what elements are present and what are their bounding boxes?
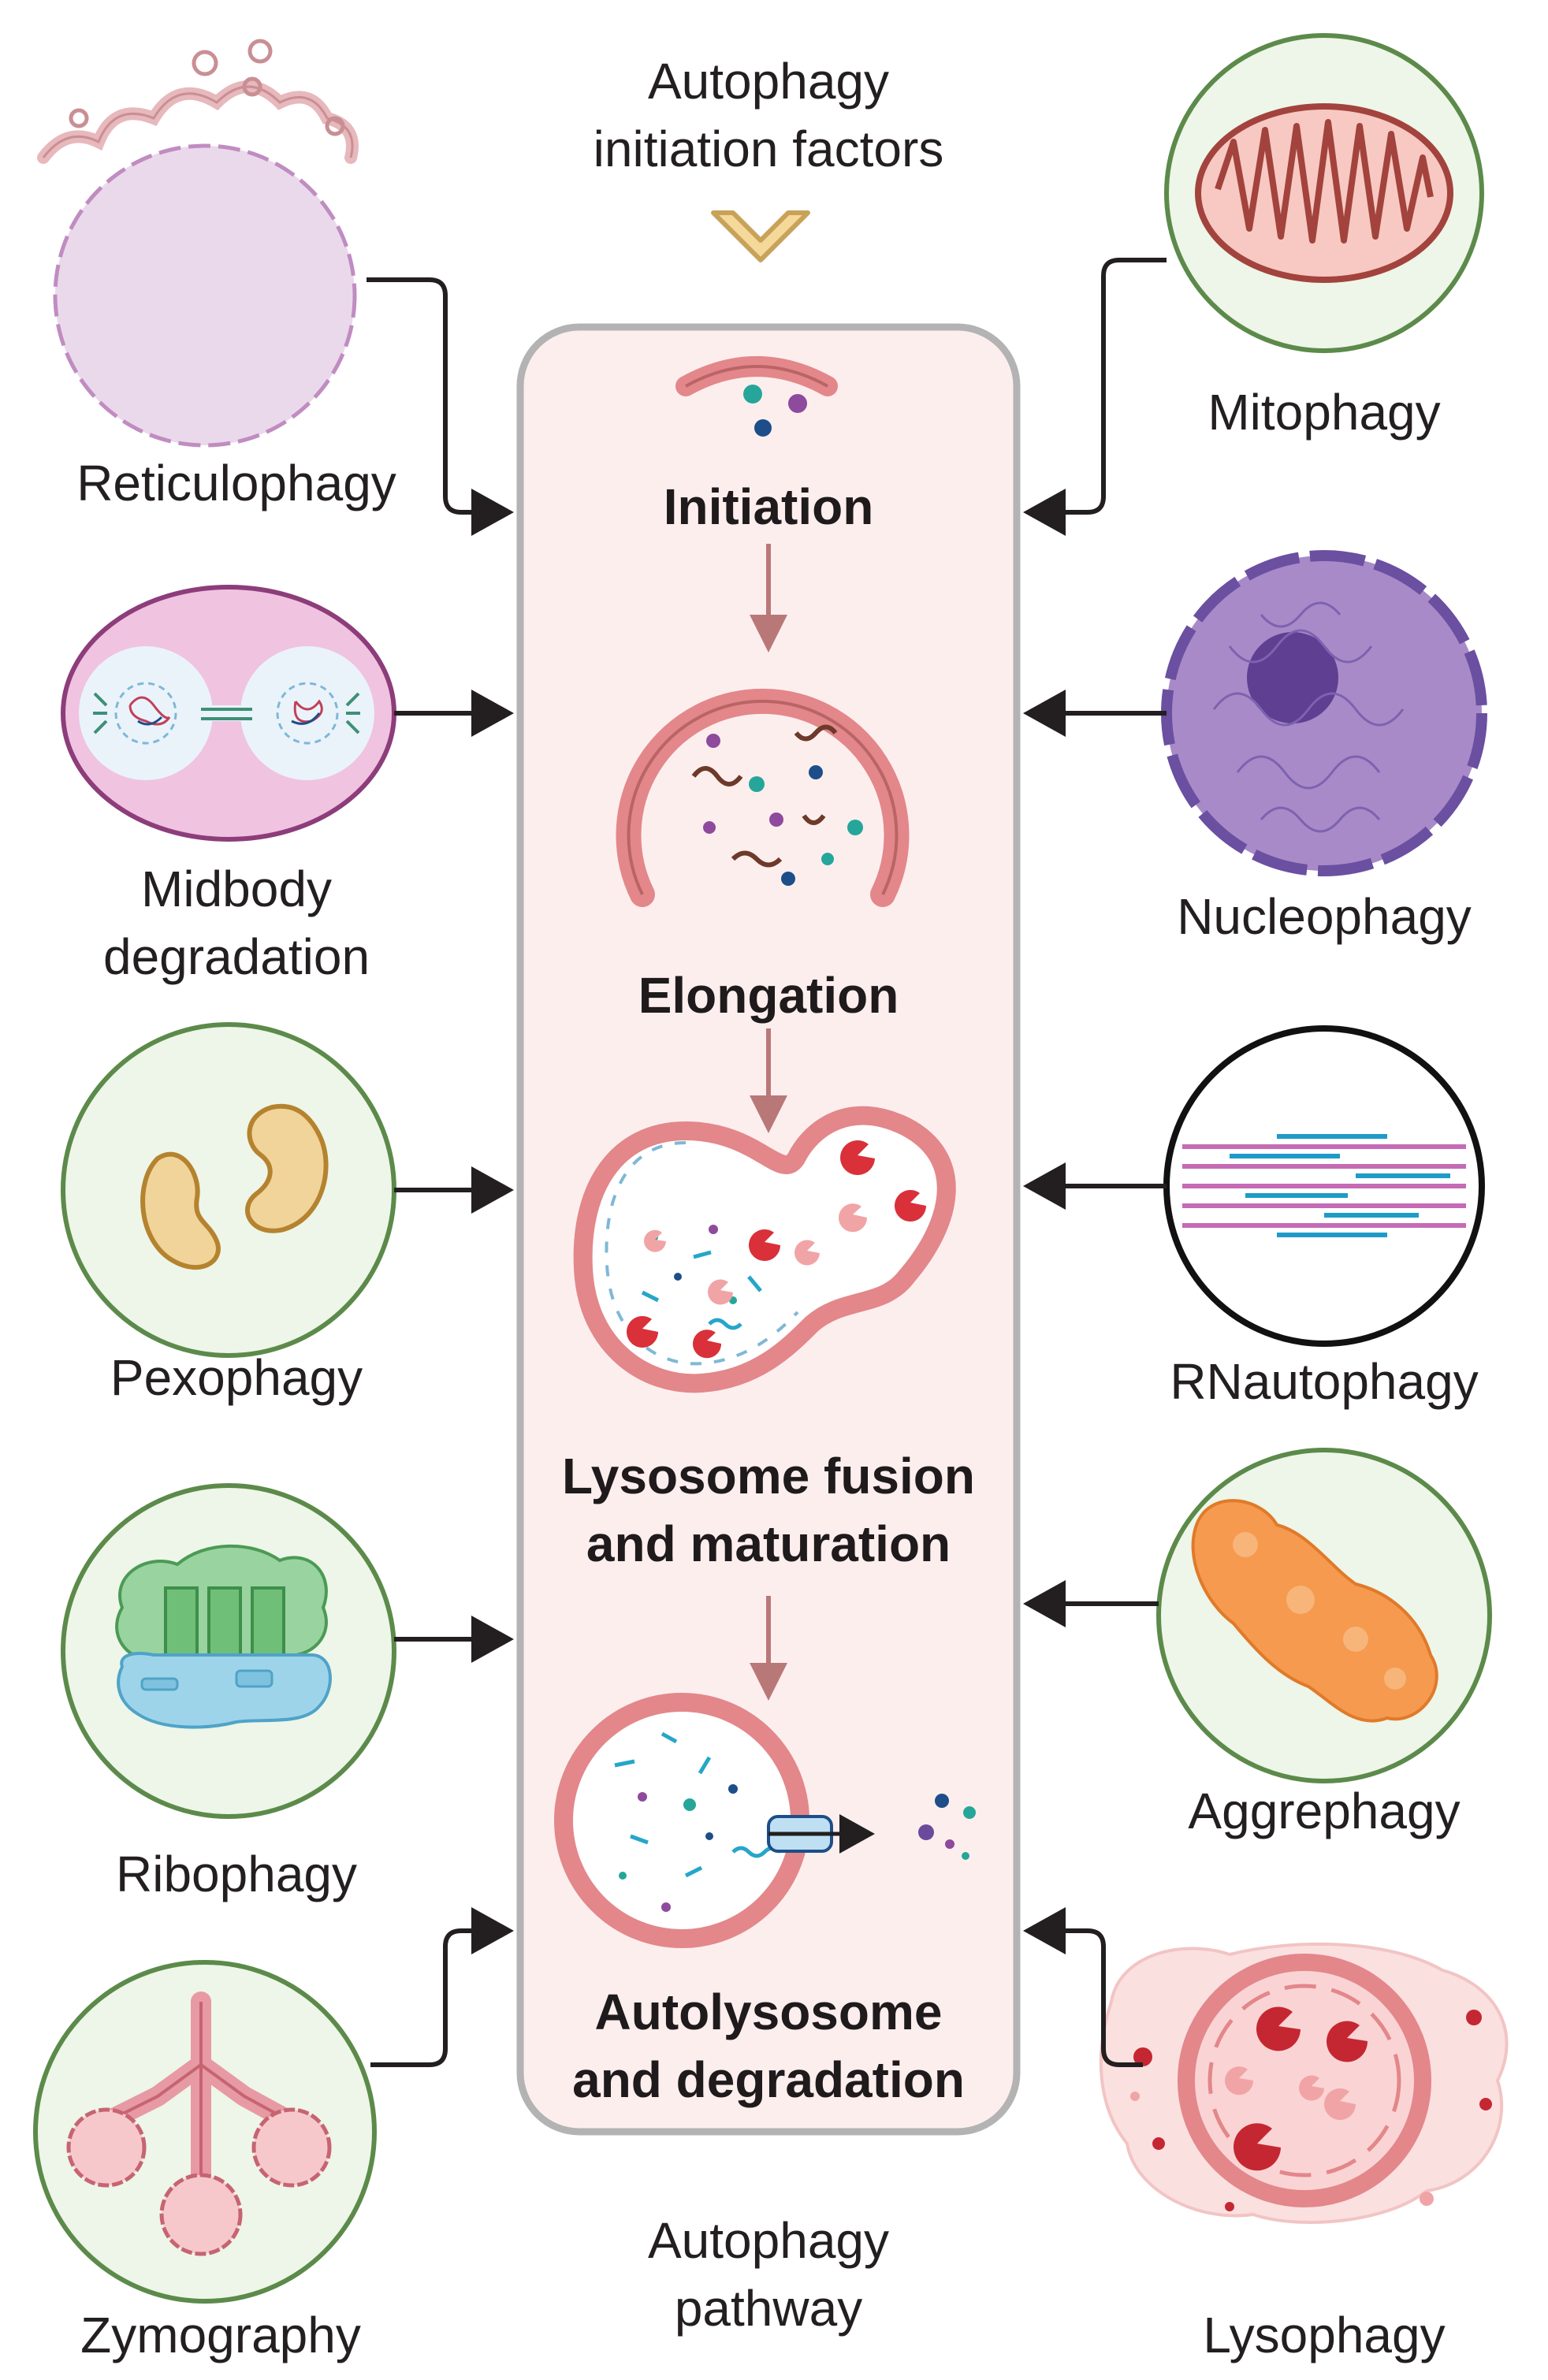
stage-initiation-label: Initiation — [663, 478, 874, 535]
arrow-reticulophagy — [367, 277, 514, 536]
initiation-factors-title: Autophagy initiation factors — [520, 47, 1017, 184]
stage-fusion-label: Lysosome fusion and maturation — [520, 1442, 1017, 1579]
rnautophagy-icon — [1163, 1025, 1485, 1347]
pexophagy-label: Pexophagy — [110, 1349, 363, 1406]
lysosome-fusion-icon — [573, 1106, 956, 1393]
stage-degradation-label: Autolysosome and degradation — [520, 1978, 1017, 2114]
initiation-phagophore-icon — [675, 356, 838, 437]
autophagy-pathway-title-line1: Autophagy — [647, 2212, 890, 2269]
reticulophagy-er-icon — [37, 39, 359, 448]
mitophagy-icon — [1164, 33, 1484, 353]
aggrephagy-icon — [1156, 1448, 1492, 1783]
midbody-degradation-label: Midbody degradation — [32, 855, 441, 991]
stage-degradation-label-line1: Autolysosome — [594, 1984, 943, 2040]
rnautophagy-label: RNautophagy — [1170, 1353, 1479, 1410]
arrow-lysophagy — [1023, 1907, 1143, 2067]
mitophagy-label: Mitophagy — [1208, 384, 1441, 441]
pexophagy-icon — [61, 1022, 396, 1358]
ribophagy-icon — [61, 1483, 396, 1819]
elongation-phagophore-icon — [616, 688, 910, 907]
zymography-label: Zymography — [80, 2307, 361, 2363]
arrow-mitophagy — [1023, 258, 1167, 536]
zymography-icon — [33, 1960, 377, 2304]
stage-elongation-label: Elongation — [638, 967, 899, 1024]
lysophagy-icon — [1099, 1942, 1509, 2224]
autolysosome-icon — [554, 1693, 976, 1948]
initiation-factors-title-line1: Autophagy — [647, 53, 890, 110]
midbody-label-line2: degradation — [102, 928, 370, 986]
nucleophagy-icon — [1161, 550, 1487, 876]
initiation-factors-title-line2: initiation factors — [593, 121, 944, 178]
reticulophagy-label: Reticulophagy — [76, 455, 396, 511]
lysophagy-label: Lysophagy — [1203, 2307, 1446, 2363]
autophagy-pathway-title: Autophagy pathway — [520, 2207, 1017, 2343]
ribophagy-label: Ribophagy — [116, 1846, 357, 1902]
midbody-label-line1: Midbody — [141, 861, 332, 917]
nucleophagy-label: Nucleophagy — [1177, 888, 1472, 945]
initiation-factors-chevron-icon — [711, 210, 810, 262]
midbody-icon — [61, 585, 396, 842]
arrow-zymography — [370, 1907, 514, 2067]
stage-fusion-label-line1: Lysosome fusion — [562, 1448, 975, 1504]
autophagy-pathway-title-line2: pathway — [674, 2280, 863, 2337]
aggrephagy-label: Aggrephagy — [1188, 1783, 1461, 1839]
stage-fusion-label-line2: and maturation — [586, 1515, 951, 1573]
stage-degradation-label-line2: and degradation — [572, 2051, 965, 2109]
